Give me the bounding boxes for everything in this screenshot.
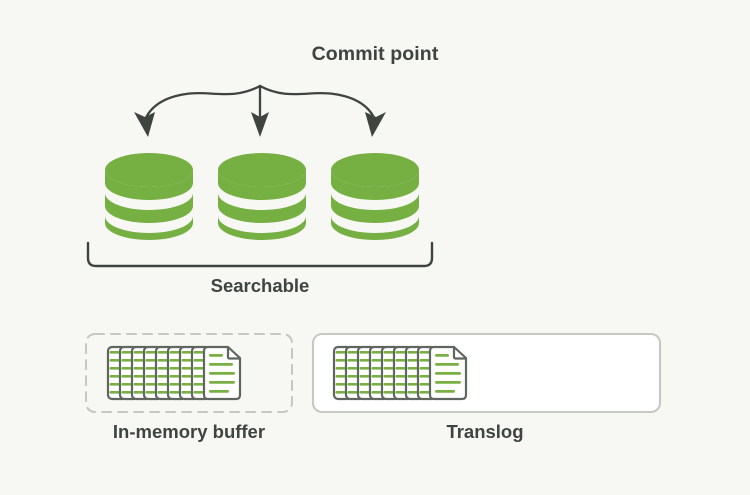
shard-3 — [331, 153, 419, 240]
arrow-center — [251, 84, 269, 137]
searchable-label: Searchable — [210, 275, 310, 296]
commit-point-arrows — [134, 84, 386, 137]
shard-1 — [105, 153, 193, 240]
arrow-right — [258, 84, 386, 137]
document-stack-icon — [106, 345, 242, 401]
shard-2 — [218, 153, 306, 240]
in-memory-buffer-label: In-memory buffer — [112, 421, 266, 442]
commit-point-label: Commit point — [311, 43, 439, 65]
arrow-left — [134, 84, 262, 137]
searchable-bracket — [86, 241, 434, 268]
translog-label: Translog — [446, 421, 524, 442]
document-stack-icon — [332, 345, 468, 401]
